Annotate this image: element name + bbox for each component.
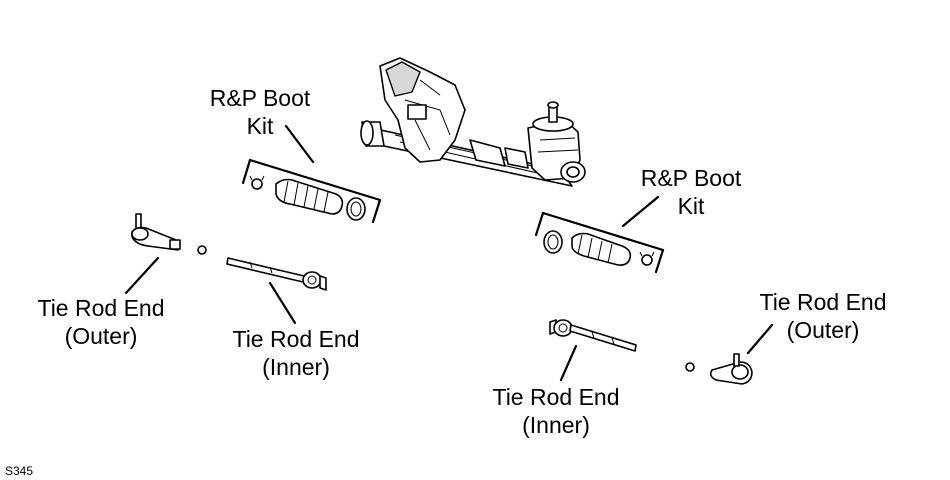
label-tie-rod-end-outer-left-line2: (Outer): [65, 323, 138, 349]
label-tie-rod-end-outer-left-line1: Tie Rod End: [38, 295, 165, 321]
label-boot-kit-right-line2: Kit: [678, 193, 705, 219]
label-tie-rod-end-outer-right-line2: (Outer): [787, 317, 860, 343]
rack-and-pinion-assembly: [360, 57, 586, 187]
boot-kit-left: [241, 158, 382, 224]
label-tie-rod-end-inner-left-line2: (Inner): [262, 354, 330, 380]
label-tie-rod-end-inner-right-line2: (Inner): [522, 412, 590, 438]
label-boot-kit-right-line1: R&P Boot: [641, 165, 742, 191]
tie-rod-end-outer-right: [685, 353, 753, 385]
boot-kit-right: [534, 211, 665, 274]
label-boot-kit-left-line1: R&P Boot: [210, 85, 311, 111]
label-tie-rod-end-inner-right-line1: Tie Rod End: [493, 384, 620, 410]
tie-rod-end-inner-left: [226, 257, 327, 291]
tie-rod-end-outer-left: [131, 213, 207, 255]
label-tie-rod-end-outer-right-line1: Tie Rod End: [760, 289, 887, 315]
tie-rod-end-inner-right: [549, 319, 637, 352]
label-boot-kit-left-line2: Kit: [247, 113, 274, 139]
label-tie-rod-end-inner-left-line1: Tie Rod End: [233, 326, 360, 352]
leader-lines: [124, 124, 774, 382]
figure-code: S345: [5, 464, 33, 478]
